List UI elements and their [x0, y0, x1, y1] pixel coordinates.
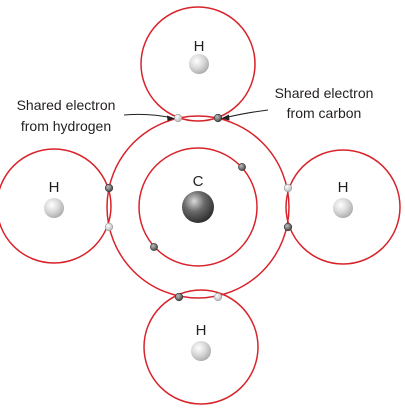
carbon-inner-electron — [238, 163, 246, 171]
shared-electron-carbon — [104, 183, 114, 193]
hydrogen-orbit-right — [285, 149, 401, 265]
shared-electron-carbon — [174, 292, 184, 302]
shared-electron-carbon — [213, 113, 223, 123]
shared-hydrogen-annotation-line2: from hydrogen — [21, 118, 111, 134]
shared-carbon-annotation-line2: from carbon — [287, 105, 362, 121]
leader-line-hydrogen — [123, 113, 173, 119]
carbon-outer-orbit — [106, 115, 290, 299]
hydrogen-nucleus-top — [189, 54, 209, 74]
shared-electron-hydrogen — [173, 113, 183, 123]
shared-carbon-annotation-line1: Shared electron — [275, 85, 374, 101]
arrowhead-carbon — [221, 114, 230, 121]
shared-electron-hydrogen — [104, 222, 114, 232]
hydrogen-nucleus-bottom — [191, 341, 211, 361]
shared-hydrogen-annotation-line1: Shared electron — [17, 97, 116, 113]
hydrogen-orbit-top — [140, 6, 256, 122]
shared-electron-carbon — [283, 222, 293, 232]
hydrogen-label-right: H — [338, 179, 349, 196]
carbon-inner-orbit — [138, 147, 258, 267]
hydrogen-orbit-bottom — [143, 289, 259, 405]
carbon-label: C — [193, 173, 204, 190]
shared-electron-hydrogen — [213, 292, 223, 302]
arrowhead-hydrogen — [167, 115, 175, 121]
hydrogen-orbit-left — [0, 148, 112, 264]
hydrogen-nucleus-left — [44, 198, 64, 218]
shared-electron-hydrogen — [283, 183, 293, 193]
hydrogen-label-left: H — [49, 179, 60, 196]
carbon-inner-electron — [150, 243, 158, 251]
hydrogen-nucleus-right — [333, 198, 353, 218]
hydrogen-label-bottom: H — [196, 322, 207, 339]
hydrogen-label-top: H — [194, 38, 205, 55]
carbon-nucleus — [182, 191, 214, 223]
